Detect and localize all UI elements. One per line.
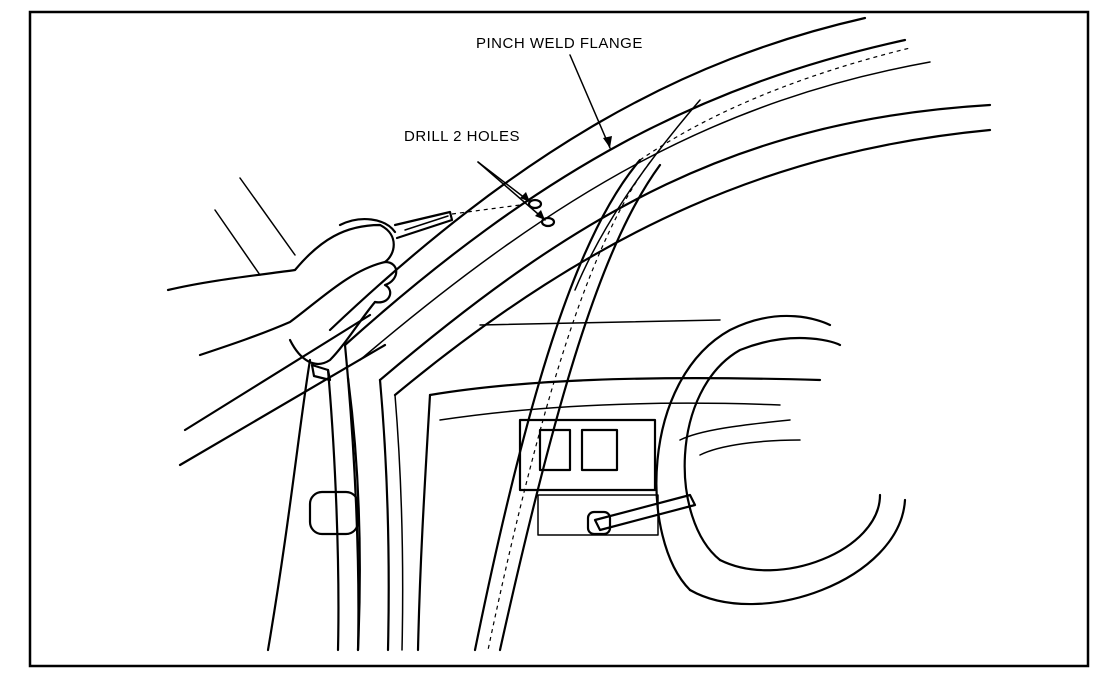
side-glass bbox=[178, 177, 387, 467]
roof-curves bbox=[328, 16, 992, 397]
diagram-frame bbox=[28, 10, 1090, 668]
leader-lines bbox=[477, 54, 612, 221]
label-drill-2-holes: DRILL 2 HOLES bbox=[404, 128, 520, 145]
dashboard bbox=[428, 319, 822, 536]
label-pinch-weld-flange: PINCH WELD FLANGE bbox=[476, 35, 643, 52]
a-pillar bbox=[473, 99, 701, 652]
drill-holes bbox=[527, 198, 556, 228]
hand-drill bbox=[166, 204, 521, 652]
steering-wheel bbox=[655, 314, 907, 606]
